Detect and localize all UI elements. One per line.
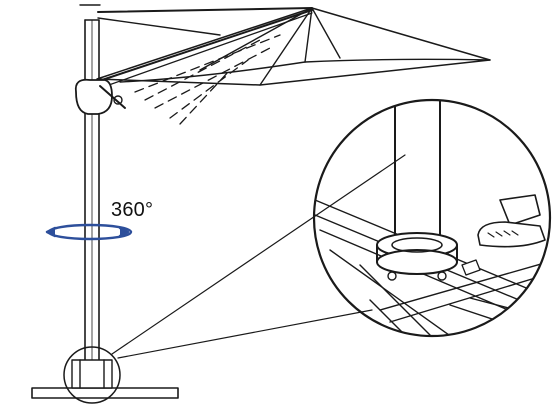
pole [84, 19, 100, 373]
rotation-arrow [45, 223, 133, 241]
canopy [96, 7, 491, 86]
projection-lines [111, 154, 406, 359]
hub [74, 78, 126, 115]
magnified-view [312, 98, 552, 338]
base [31, 359, 179, 399]
rotation-label: 360° [111, 199, 154, 221]
detail-source-circle [63, 346, 121, 404]
top-arm [79, 4, 313, 87]
folding-ribs [134, 34, 281, 125]
